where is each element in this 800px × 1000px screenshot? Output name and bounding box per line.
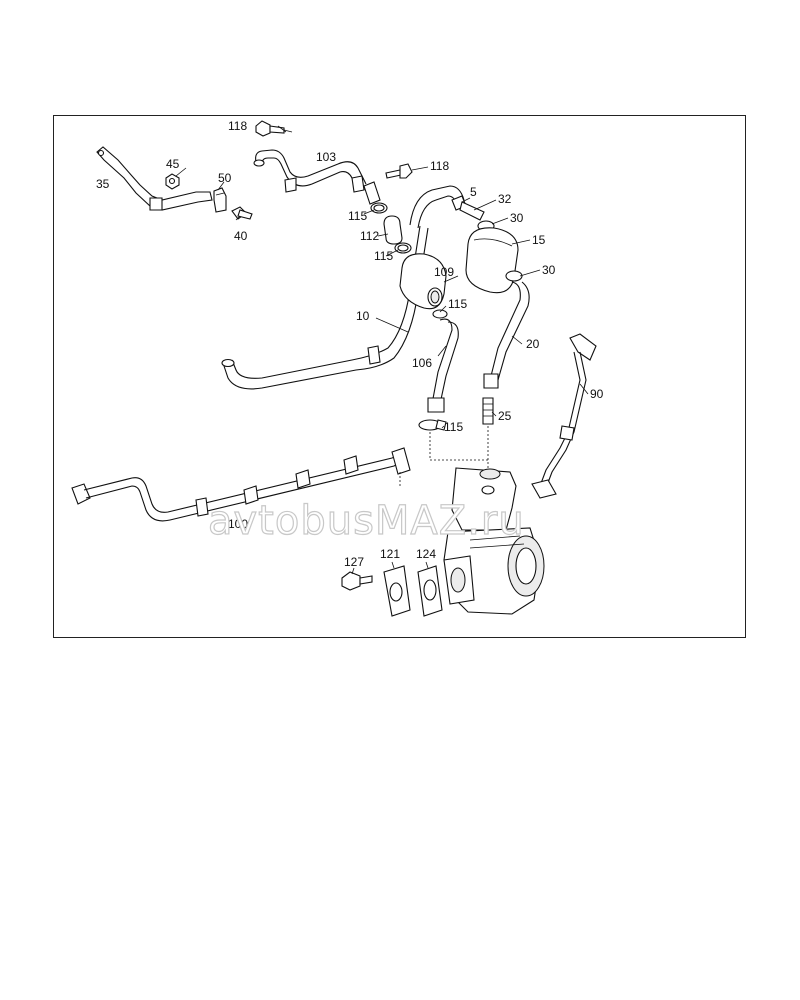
label-127: 127 bbox=[344, 555, 364, 569]
part-25-fitting bbox=[482, 397, 494, 425]
label-50: 50 bbox=[218, 171, 232, 185]
label-45: 45 bbox=[166, 157, 180, 171]
label-115-a: 115 bbox=[348, 209, 367, 223]
label-115-b: 115 bbox=[374, 249, 393, 263]
part-115-clamp-a bbox=[370, 202, 388, 214]
part-90-pipe bbox=[531, 333, 597, 499]
label-30-a: 30 bbox=[510, 211, 524, 225]
diagram-frame bbox=[53, 115, 746, 638]
part-50-clip bbox=[213, 187, 227, 213]
part-121-gasket bbox=[383, 565, 411, 617]
label-30-b: 30 bbox=[542, 263, 556, 277]
part-118-bolt-right bbox=[385, 163, 429, 179]
part-30-clamp-b bbox=[505, 270, 523, 282]
part-labels: 118 103 118 45 35 50 40 115 112 115 5 32… bbox=[96, 119, 604, 569]
label-115-d: 115 bbox=[444, 420, 463, 434]
part-100-pipe bbox=[71, 447, 411, 522]
label-100: 100 bbox=[228, 517, 248, 531]
part-45-nut bbox=[165, 173, 180, 190]
label-5: 5 bbox=[470, 185, 477, 199]
label-35: 35 bbox=[96, 177, 110, 191]
part-127-bolt bbox=[341, 571, 373, 591]
label-40: 40 bbox=[234, 229, 248, 243]
part-15-filter bbox=[465, 227, 519, 294]
part-115-clamp-b bbox=[394, 242, 412, 254]
label-124: 124 bbox=[416, 547, 436, 561]
watermark: avtobusMAZ.ru bbox=[208, 498, 525, 544]
label-118-right: 118 bbox=[430, 159, 449, 173]
label-25: 25 bbox=[498, 409, 512, 423]
part-35-bracket bbox=[96, 146, 213, 211]
label-10: 10 bbox=[356, 309, 370, 323]
label-90: 90 bbox=[590, 387, 604, 401]
label-115-c: 115 bbox=[448, 297, 467, 311]
part-118-bolt-top bbox=[255, 120, 293, 137]
part-115-clamp-d bbox=[418, 419, 447, 431]
part-40-bolt bbox=[231, 206, 253, 220]
label-15: 15 bbox=[532, 233, 546, 247]
part-112-hose bbox=[383, 215, 403, 245]
label-121: 121 bbox=[380, 547, 400, 561]
label-103: 103 bbox=[316, 150, 336, 164]
label-112: 112 bbox=[360, 229, 379, 243]
part-106-pipe bbox=[427, 318, 459, 413]
label-32: 32 bbox=[498, 192, 512, 206]
label-118-top: 118 bbox=[228, 119, 247, 133]
label-109: 109 bbox=[434, 265, 454, 279]
compressor bbox=[443, 467, 545, 615]
part-10-pipe bbox=[221, 185, 465, 390]
leader-lines bbox=[175, 125, 589, 575]
part-124-gasket bbox=[417, 565, 443, 617]
part-103-pipe bbox=[253, 149, 381, 205]
part-109-filter bbox=[399, 253, 447, 310]
label-106: 106 bbox=[412, 356, 432, 370]
part-20-pipe bbox=[483, 281, 530, 389]
part-115-clamp-c bbox=[432, 309, 448, 319]
label-20: 20 bbox=[526, 337, 540, 351]
